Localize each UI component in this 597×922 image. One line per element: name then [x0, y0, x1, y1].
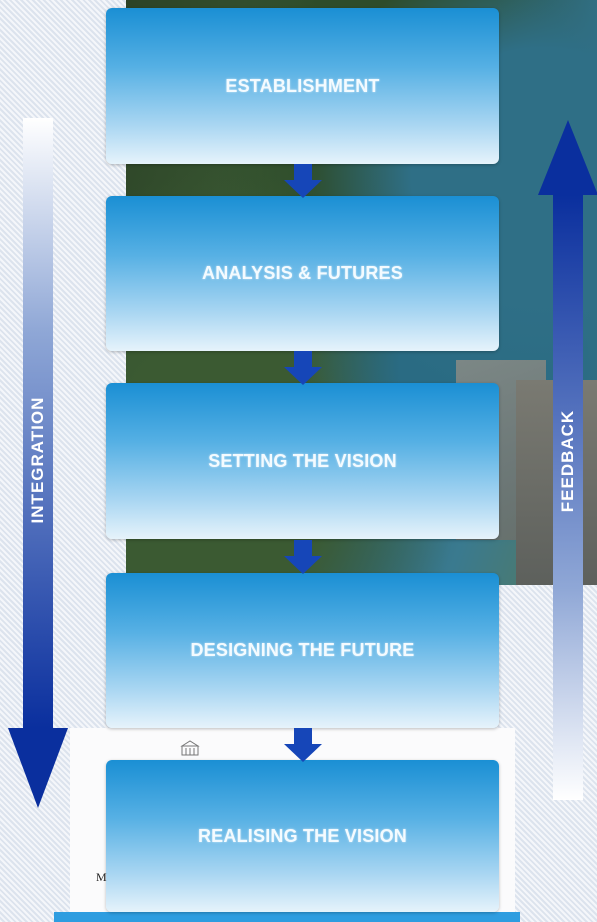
step-connector-arrow — [284, 164, 322, 198]
step-connector-arrow — [284, 728, 322, 762]
step-label: SETTING THE VISION — [208, 450, 397, 471]
integration-label: INTEGRATION — [28, 396, 47, 524]
step-box-setting-vision: SETTING THE VISION — [106, 383, 499, 539]
step-box-analysis-futures: ANALYSIS & FUTURES — [106, 196, 499, 351]
step-connector-arrow — [284, 540, 322, 574]
feedback-label: FEEDBACK — [558, 409, 577, 513]
step-connector-arrow — [284, 351, 322, 385]
stray-text: M — [96, 870, 107, 884]
step-box-designing-future: DESIGNING THE FUTURE — [106, 573, 499, 728]
step-label: ANALYSIS & FUTURES — [202, 263, 403, 283]
building-icon — [180, 740, 200, 756]
step-box-establishment: ESTABLISHMENT — [106, 8, 499, 164]
step-label: DESIGNING THE FUTURE — [190, 640, 415, 660]
step-label: ESTABLISHMENT — [225, 75, 380, 96]
step-label: REALISING THE VISION — [197, 825, 408, 846]
integration-arrow — [8, 118, 68, 808]
step-box-realising-vision: REALISING THE VISION — [106, 760, 499, 912]
bottom-accent-bar — [54, 912, 520, 922]
feedback-arrow — [538, 120, 597, 800]
